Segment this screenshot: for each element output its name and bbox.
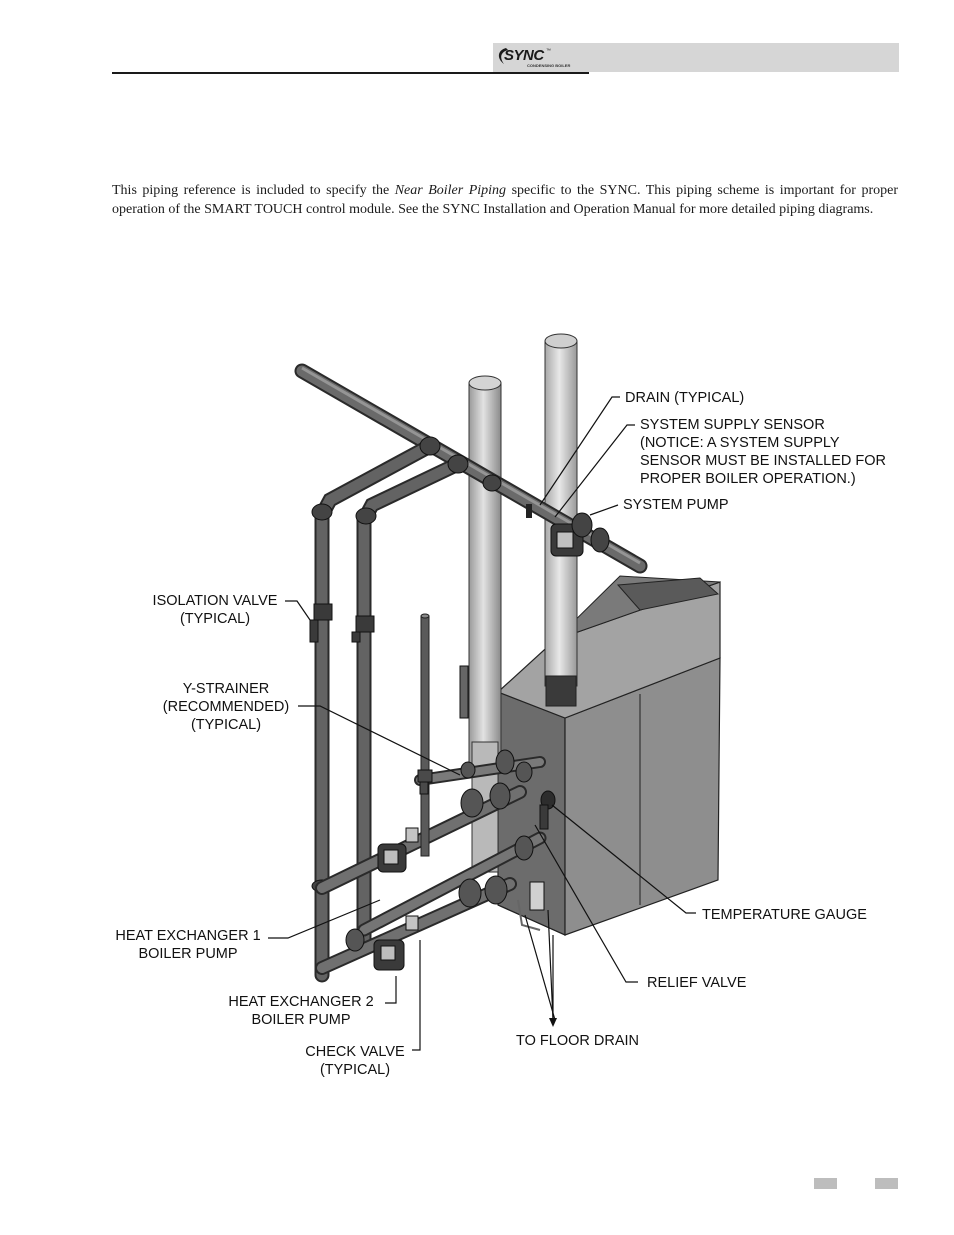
label-check-line-2: (TYPICAL) bbox=[319, 1062, 391, 1078]
label-isolation-valve: ISOLATION VALVE (TYPICAL) bbox=[144, 592, 286, 628]
label-sensor-line-1: SYSTEM SUPPLY SENSOR bbox=[640, 417, 825, 433]
label-isolation-line-1: ISOLATION VALVE bbox=[152, 593, 278, 609]
label-ystrainer-line-1: Y-STRAINER bbox=[182, 681, 270, 697]
logo-brand: SYNC bbox=[504, 47, 544, 64]
system-pump bbox=[526, 504, 610, 557]
leader-lines bbox=[268, 396, 696, 1051]
intake-flue-pipe bbox=[468, 375, 502, 873]
label-isolation-line-2: (TYPICAL) bbox=[179, 611, 251, 627]
hx2-boiler-pump bbox=[373, 915, 419, 971]
logo-subtitle: CONDENSING BOILER bbox=[527, 63, 571, 68]
label-sensor-line-2: (NOTICE: A SYSTEM SUPPLY bbox=[640, 435, 840, 451]
boiler-cabinet bbox=[496, 575, 721, 936]
riser-pipe bbox=[420, 613, 430, 857]
floor-drain-arrow-icon bbox=[549, 1018, 557, 1027]
label-hx1-line-1: HEAT EXCHANGER 1 bbox=[115, 928, 261, 944]
header-rule bbox=[112, 72, 589, 74]
label-hx2-pump: HEAT EXCHANGER 2 BOILER PUMP bbox=[220, 993, 382, 1029]
label-hx2-line-1: HEAT EXCHANGER 2 bbox=[228, 994, 374, 1010]
label-check-line-1: CHECK VALVE bbox=[305, 1044, 405, 1060]
logo-swoosh-icon bbox=[498, 48, 508, 64]
label-temperature-gauge: TEMPERATURE GAUGE bbox=[702, 907, 867, 923]
label-ystrainer-line-2: (RECOMMENDED) bbox=[162, 699, 290, 715]
label-sensor-line-3: SENSOR MUST BE INSTALLED FOR bbox=[640, 453, 887, 469]
hx1-boiler-pump bbox=[377, 827, 419, 873]
header-bar bbox=[493, 43, 899, 72]
label-relief-valve: RELIEF VALVE bbox=[647, 975, 747, 991]
footer-marker-right bbox=[875, 1178, 898, 1189]
logo-trademark: ™ bbox=[546, 48, 551, 54]
label-check-valve: CHECK VALVE (TYPICAL) bbox=[298, 1043, 412, 1079]
relief-valve bbox=[517, 804, 549, 931]
sync-logo: SYNC ™ CONDENSING BOILER bbox=[496, 44, 570, 72]
label-hx2-line-2: BOILER PUMP bbox=[251, 1012, 351, 1028]
label-hx1-pump: HEAT EXCHANGER 1 BOILER PUMP bbox=[108, 927, 268, 963]
y-strainer bbox=[417, 769, 433, 795]
intro-emphasis: Near Boiler Piping bbox=[394, 183, 507, 198]
fittings bbox=[311, 436, 502, 893]
label-ystrainer-line-3: (TYPICAL) bbox=[190, 717, 262, 733]
label-floor-drain: TO FLOOR DRAIN bbox=[516, 1033, 639, 1049]
label-system-pump: SYSTEM PUMP bbox=[623, 497, 729, 513]
label-y-strainer: Y-STRAINER (RECOMMENDED) (TYPICAL) bbox=[156, 680, 296, 734]
intro-paragraph: This piping reference is included to spe… bbox=[112, 181, 898, 219]
label-hx1-line-2: BOILER PUMP bbox=[138, 946, 238, 962]
label-sensor-line-4: PROPER BOILER OPERATION.) bbox=[640, 471, 856, 487]
intro-text-1: This piping reference is included to spe… bbox=[112, 183, 395, 198]
isolation-valves bbox=[309, 603, 375, 643]
intro-text-2: specific to the SYNC. This piping scheme… bbox=[112, 183, 898, 217]
footer-marker-left bbox=[814, 1178, 837, 1189]
boiler-connections bbox=[345, 665, 556, 952]
label-drain: DRAIN (TYPICAL) bbox=[625, 390, 745, 406]
